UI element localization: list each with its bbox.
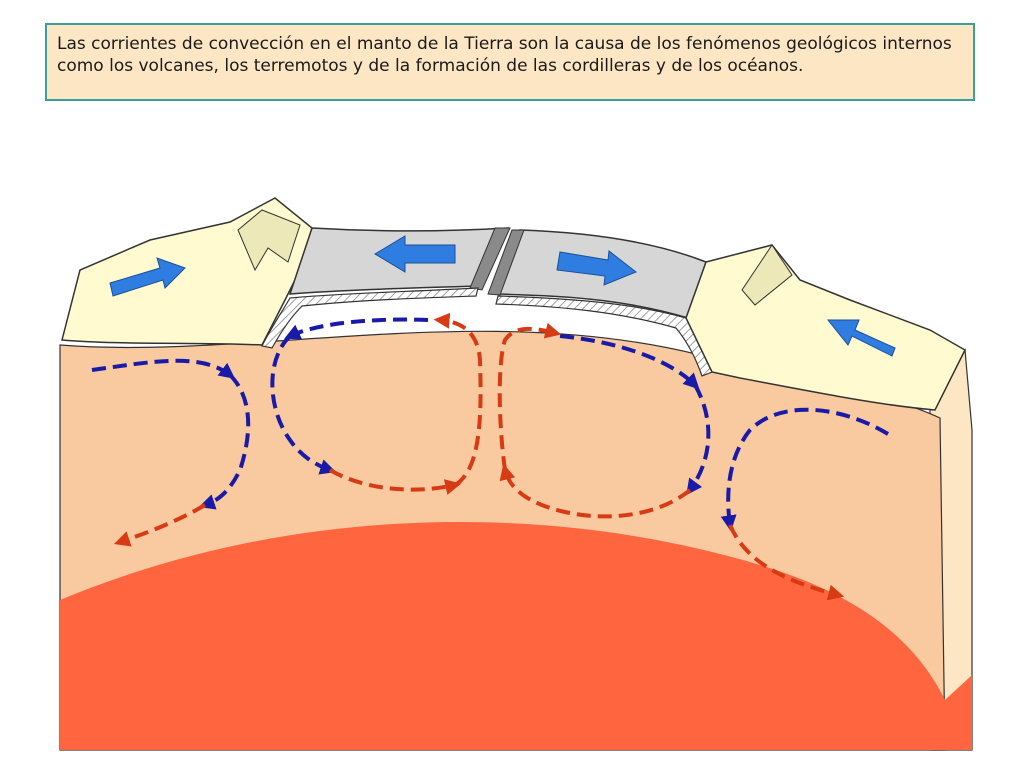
caption-box: Las corrientes de convección en el manto…	[45, 23, 975, 101]
plate-arrow-right-continent	[826, 319, 896, 357]
right-subducting-slab	[495, 295, 713, 377]
cold-current-arrow-far-right	[720, 407, 890, 532]
cold-current-arrow-center-top	[284, 317, 429, 340]
left-subducting-slab	[261, 287, 479, 349]
cold-current-arrow-center-down	[270, 334, 337, 475]
left-mountain-shading	[237, 209, 301, 272]
hot-current-arrow-center-bottom	[328, 468, 462, 495]
right-mountain-shading	[741, 244, 793, 306]
core-side	[945, 675, 972, 750]
right-plate-edge	[487, 229, 525, 296]
cold-current-arrow-right-top	[559, 334, 700, 390]
cold-current-arrow-left-top	[91, 358, 236, 379]
left-plate-edge	[469, 227, 511, 291]
plate-arrow-right-ocean	[556, 250, 637, 286]
caption-text: Las corrientes de convección en el manto…	[57, 34, 952, 76]
cold-currents	[91, 317, 890, 532]
hot-current-arrow-far-right-bottom	[728, 524, 845, 601]
outer-core	[60, 521, 945, 750]
plate-arrow-left-ocean	[374, 235, 456, 273]
hot-current-arrow-center-up	[433, 312, 483, 487]
cold-current-arrow-right-down	[686, 384, 711, 496]
hot-current-arrow-right-bottom	[499, 463, 692, 519]
cold-current-arrow-left-down	[198, 373, 251, 510]
hot-currents	[113, 312, 845, 601]
hot-current-arrow-left-bottom	[113, 503, 207, 547]
plate-arrow-left-continent	[109, 257, 186, 297]
